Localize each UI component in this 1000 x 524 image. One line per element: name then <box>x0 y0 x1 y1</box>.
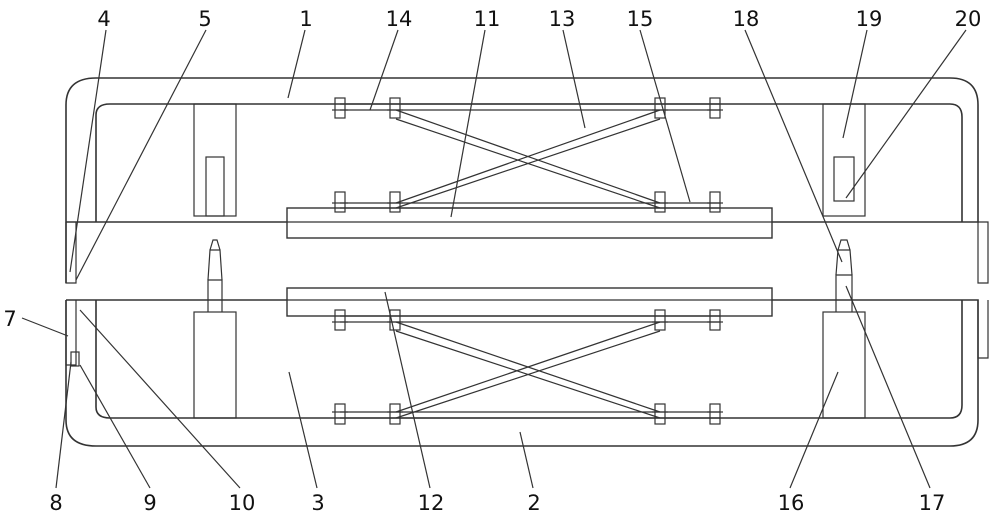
callout-17: 17 <box>919 491 946 515</box>
callout-8: 8 <box>49 491 62 515</box>
callout-11: 11 <box>474 7 501 31</box>
upper-slide-plate <box>286 207 773 239</box>
callout-13: 13 <box>549 7 576 31</box>
lower-frame <box>65 239 989 447</box>
callout-labels: 4 5 1 14 11 13 15 18 19 20 7 8 9 10 3 12… <box>3 7 981 515</box>
callout-14: 14 <box>386 7 413 31</box>
callout-9: 9 <box>143 491 156 515</box>
callout-2: 2 <box>527 491 540 515</box>
callout-16: 16 <box>778 491 805 515</box>
callout-4: 4 <box>97 7 110 31</box>
leader-lines <box>21 29 967 489</box>
callout-10: 10 <box>229 491 256 515</box>
upper-scissor-linkage <box>332 97 723 213</box>
callout-20: 20 <box>955 7 982 31</box>
lower-scissor-linkage <box>332 309 723 425</box>
callout-1: 1 <box>299 7 312 31</box>
callout-5: 5 <box>198 7 211 31</box>
callout-19: 19 <box>856 7 883 31</box>
callout-3: 3 <box>311 491 324 515</box>
callout-15: 15 <box>627 7 654 31</box>
lower-slide-plate <box>286 287 773 317</box>
callout-12: 12 <box>418 491 445 515</box>
callout-7: 7 <box>3 307 16 331</box>
callout-18: 18 <box>733 7 760 31</box>
